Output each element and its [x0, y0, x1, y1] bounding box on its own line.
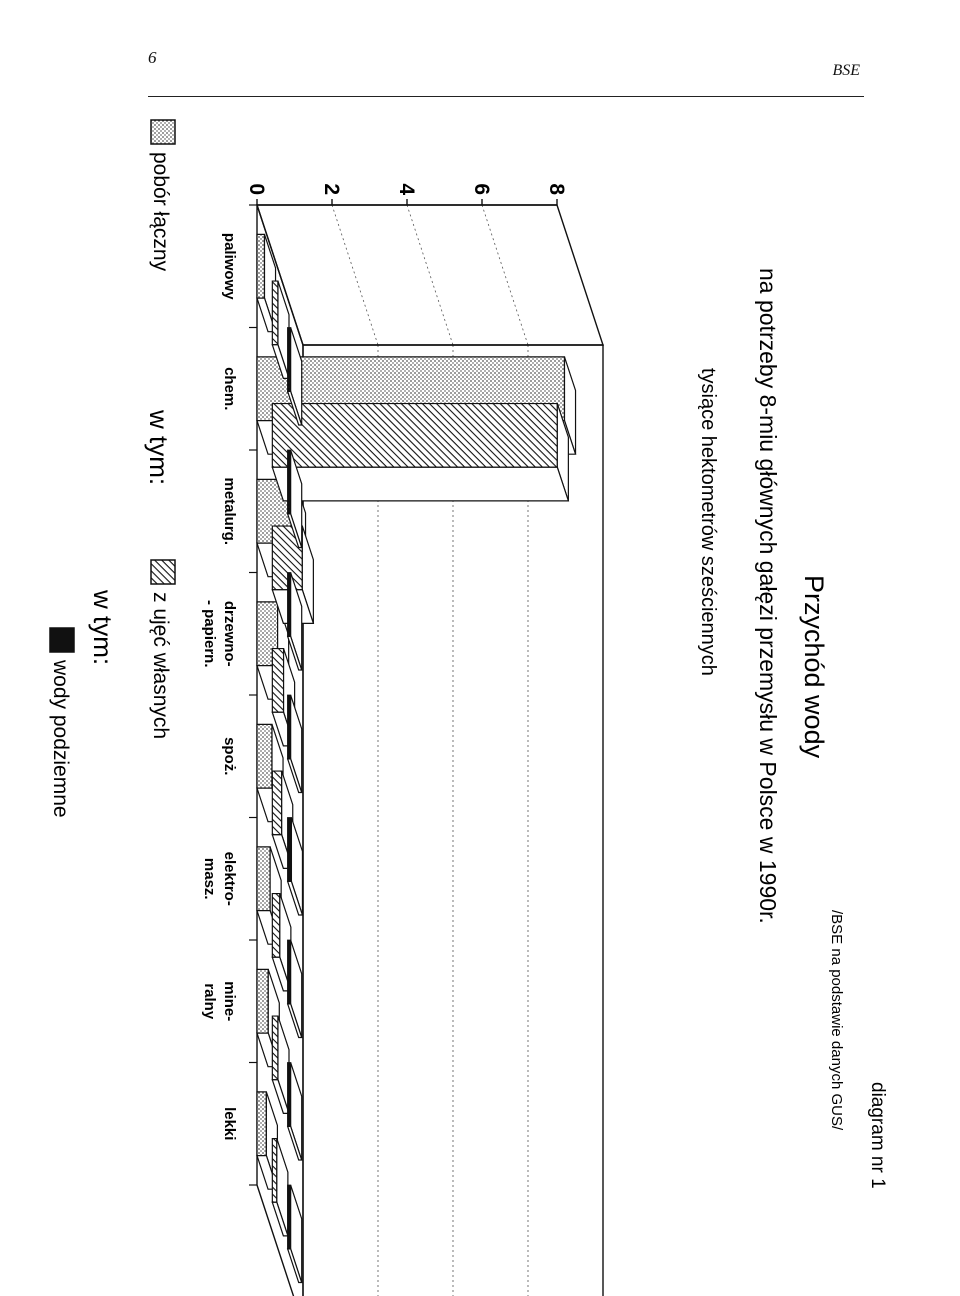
bar-solid-side	[286, 390, 303, 426]
bar-dots-front	[256, 723, 273, 789]
x-category-label: chem.	[221, 367, 238, 410]
gridline-side	[406, 204, 454, 346]
legend-in-which-1: w tym:	[144, 409, 174, 485]
bar-hatch-side	[271, 466, 570, 502]
x-category-label: elektro-	[221, 852, 238, 906]
y-tick-label: 4	[395, 183, 418, 195]
bar-solid-side	[286, 1125, 303, 1161]
side-wall	[256, 204, 604, 346]
legend-swatch-own	[150, 559, 176, 585]
legend-label-own: z ujęć własnych	[149, 592, 172, 739]
x-category-label: ralny	[201, 983, 218, 1020]
legend-label-total: pobór łączny	[149, 152, 172, 272]
bar-hatch-front	[271, 1137, 278, 1203]
x-category-label: mine-	[221, 981, 238, 1021]
y-tick-label: 0	[245, 183, 268, 195]
x-category-label: masz.	[201, 858, 218, 900]
legend-swatch-ground	[49, 627, 75, 653]
y-tick-label: 8	[545, 183, 568, 195]
diagram-label: diagram nr 1	[867, 1082, 888, 1189]
y-tick-label: 6	[470, 183, 493, 195]
bar-dots-front	[256, 846, 271, 912]
bar-hatch-front	[271, 892, 281, 958]
bar-hatch-front	[271, 402, 558, 468]
bar-hatch-front	[271, 770, 283, 836]
x-category-label: lekki	[221, 1107, 238, 1140]
x-category-label: paliwowy	[221, 233, 238, 300]
chart-title: Przychód wody	[799, 575, 829, 759]
x-category-label: - papiern.	[201, 600, 218, 668]
chart-subtitle: na potrzeby 8-miu głównych gałęzi przemy…	[755, 268, 781, 924]
bar-solid-side	[286, 758, 303, 794]
legend-swatch-total	[150, 119, 176, 145]
x-category-label: metalurg.	[221, 477, 238, 545]
y-tick-label: 2	[320, 183, 343, 195]
bar-dots-front	[256, 233, 266, 299]
bar-solid-side	[286, 1003, 303, 1039]
unit-label: tysiące hektometrów sześciennych	[697, 368, 719, 676]
header-rule	[148, 96, 864, 97]
bar-dots-front	[256, 968, 269, 1034]
gridline-side	[481, 204, 529, 346]
bar-solid-side	[286, 513, 303, 549]
legend-in-which-2: w tym:	[88, 589, 118, 665]
bar-solid-side	[286, 1248, 303, 1284]
gridline-side	[331, 204, 379, 346]
bar-hatch-front	[271, 1015, 279, 1081]
page-source: BSE	[832, 62, 860, 79]
bar-dots-front	[256, 1091, 267, 1157]
source-note: /BSE na podstawie danych GUS/	[828, 910, 845, 1131]
x-category-label: spoż.	[221, 737, 238, 775]
bar-solid-side	[286, 880, 304, 916]
x-category-label: drzewno-	[221, 601, 238, 667]
legend-label-ground: wody podziemne	[49, 659, 72, 818]
bar-hatch-front	[271, 280, 279, 346]
bar-solid-side	[286, 635, 303, 671]
bar-hatch-front	[271, 647, 285, 713]
page-number: 6	[148, 48, 157, 67]
